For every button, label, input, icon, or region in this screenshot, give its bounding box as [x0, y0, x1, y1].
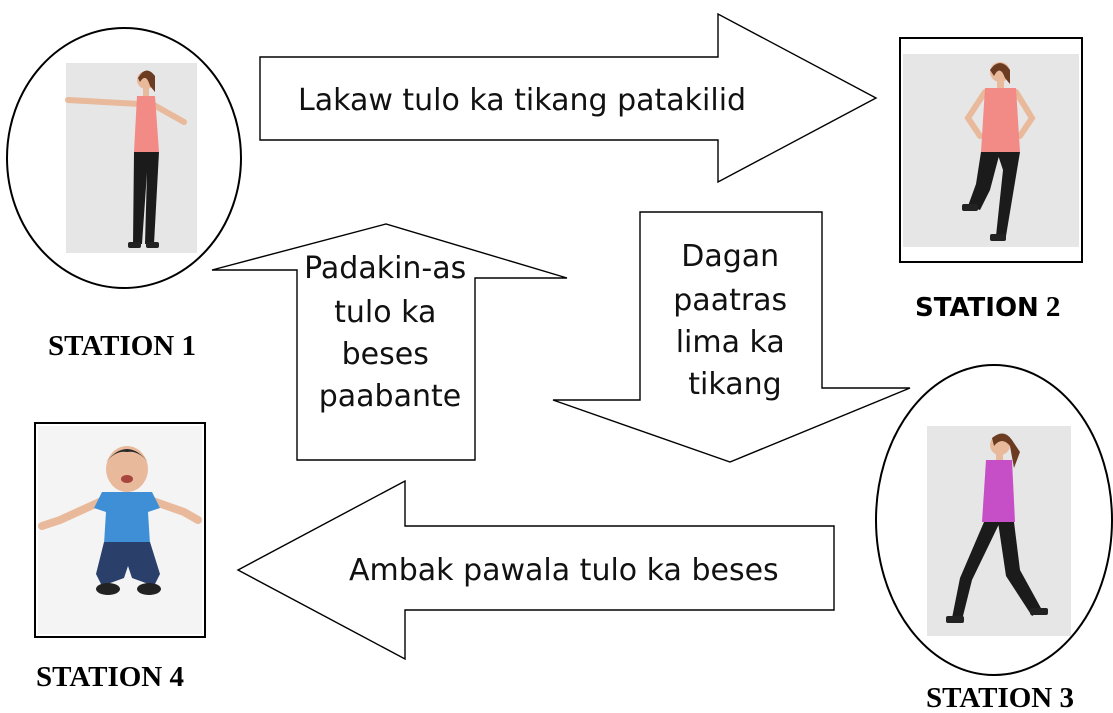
arrow-down-line-2: paatras	[673, 283, 787, 318]
station-4-label: STATION 4	[36, 661, 184, 693]
arrow-down-line-4: tikang	[688, 367, 781, 402]
arrow-down-line-1: Dagan	[681, 239, 779, 274]
left-arrow-shape	[236, 479, 835, 661]
station-1-label: STATION 1	[48, 330, 196, 362]
down-arrow-shape	[552, 211, 911, 463]
station-2-label-number: 2	[1046, 291, 1061, 323]
right-arrow-shape	[259, 12, 878, 184]
arrow-up-line-1: Padakin-as	[304, 251, 466, 286]
station-4: STATION 4	[34, 422, 206, 693]
arrow-up-text: Padakin-as tulo ka beses paabante	[304, 251, 476, 414]
station-2-label-word: STATION	[915, 293, 1039, 323]
arrow-left-text: Ambak pawala tulo ka beses	[349, 553, 779, 588]
arrow-up-line-2: tulo ka	[334, 295, 436, 330]
arrow-up-station4-to-1: Padakin-as tulo ka beses paabante	[211, 223, 568, 461]
woman-walking-sideways-icon	[946, 433, 1048, 623]
woman-arms-out-icon	[65, 70, 187, 248]
up-arrow-shape	[211, 223, 568, 461]
arrow-right-text: Lakaw tulo ka tikang patakilid	[298, 83, 746, 118]
arrow-left-station3-to-4: Ambak pawala tulo ka beses	[236, 479, 835, 661]
woman-hands-on-hips-leg-raised-icon	[962, 62, 1036, 241]
station-1-photo-bg	[66, 63, 197, 253]
arrow-up-line-3: beses	[342, 337, 429, 372]
station-1: STATION 1	[6, 27, 242, 362]
arrow-down-line-3: lima ka	[676, 325, 785, 360]
arrow-down-station2-to-3: Dagan paatras lima ka tikang	[552, 211, 911, 463]
arrow-up-line-4: paabante	[319, 379, 461, 414]
arrow-right-station1-to-2: Lakaw tulo ka tikang patakilid	[259, 12, 878, 184]
arrow-down-text: Dagan paatras lima ka tikang	[673, 239, 796, 402]
station-3: STATION 3	[875, 364, 1113, 713]
boy-jumping-icon	[38, 446, 202, 595]
station-3-label: STATION 3	[926, 682, 1074, 713]
